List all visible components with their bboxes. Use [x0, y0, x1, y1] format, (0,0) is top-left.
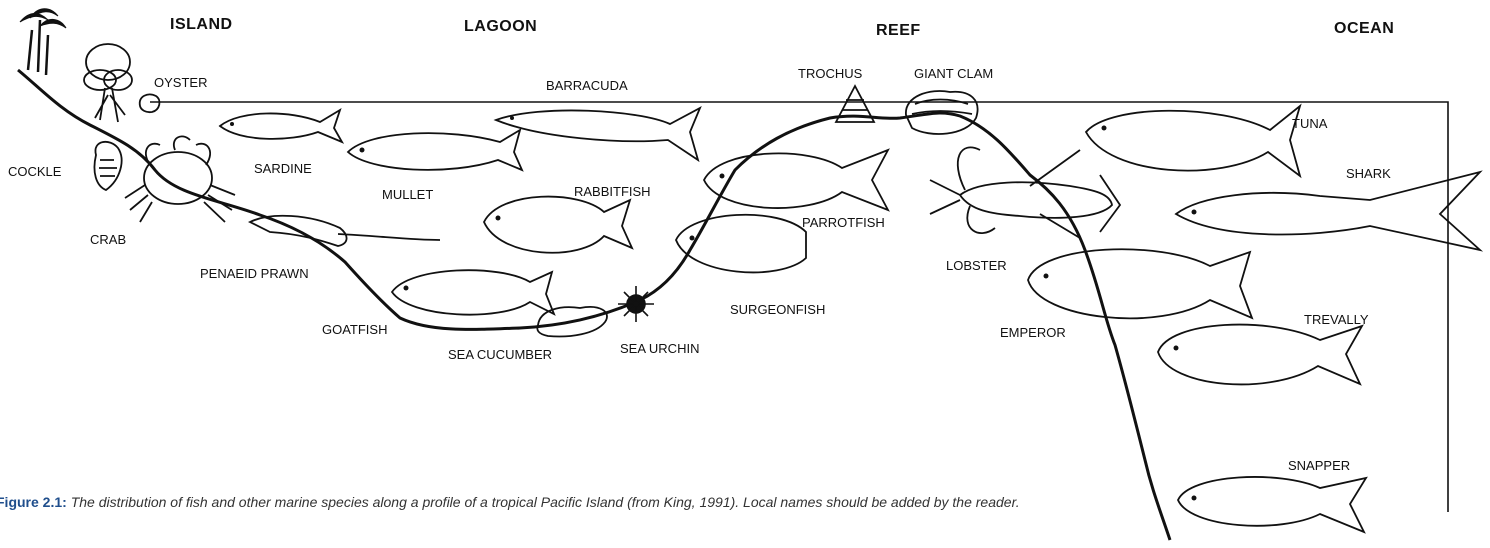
crab-icon [125, 136, 235, 222]
tuna-icon [1086, 106, 1300, 176]
label-shark: SHARK [1346, 166, 1391, 181]
sardine-icon [220, 110, 342, 142]
label-parrotfish: PARROTFISH [802, 215, 885, 230]
zone-label-lagoon: LAGOON [464, 18, 537, 36]
palm-trees-icon [20, 9, 66, 75]
rabbitfish-icon [484, 197, 632, 253]
snapper-icon [1178, 477, 1366, 532]
label-sea-urchin: SEA URCHIN [620, 341, 699, 356]
zone-label-reef: REEF [876, 22, 921, 40]
cockle-icon [94, 142, 121, 190]
oyster-icon [140, 94, 160, 112]
label-barracuda: BARRACUDA [546, 78, 628, 93]
label-snapper: SNAPPER [1288, 458, 1350, 473]
label-oyster: OYSTER [154, 75, 207, 90]
label-lobster: LOBSTER [946, 258, 1007, 273]
label-penaeid-prawn: PENAEID PRAWN [200, 266, 309, 281]
label-surgeonfish: SURGEONFISH [730, 302, 825, 317]
label-tuna: TUNA [1292, 116, 1327, 131]
caption-text: The distribution of fish and other marin… [71, 494, 1020, 510]
zone-label-island: ISLAND [170, 16, 233, 34]
label-sea-cucumber: SEA CUCUMBER [448, 347, 552, 362]
parrotfish-icon [704, 150, 888, 210]
mullet-icon [348, 130, 522, 170]
shark-icon [1176, 172, 1480, 250]
goatfish-icon [392, 270, 554, 314]
label-sardine: SARDINE [254, 161, 312, 176]
sea-urchin-icon [618, 286, 654, 322]
figure-caption: Figure 2.1: The distribution of fish and… [0, 490, 1116, 514]
emperor-icon [1028, 249, 1252, 318]
zone-label-ocean: OCEAN [1334, 20, 1394, 38]
label-trevally: TREVALLY [1304, 312, 1369, 327]
label-rabbitfish: RABBITFISH [574, 184, 651, 199]
label-giant-clam: GIANT CLAM [914, 66, 993, 81]
label-crab: CRAB [90, 232, 126, 247]
barracuda-icon [496, 108, 700, 160]
lobster-icon [930, 147, 1120, 238]
seabed-profile-line [18, 70, 1170, 540]
label-mullet: MULLET [382, 187, 433, 202]
label-trochus: TROCHUS [798, 66, 862, 81]
label-goatfish: GOATFISH [322, 322, 387, 337]
mangrove-tree-icon [84, 44, 132, 122]
label-cockle: COCKLE [8, 164, 61, 179]
label-emperor: EMPEROR [1000, 325, 1066, 340]
figure-label: Figure 2.1: [0, 494, 67, 510]
trevally-icon [1158, 325, 1362, 385]
